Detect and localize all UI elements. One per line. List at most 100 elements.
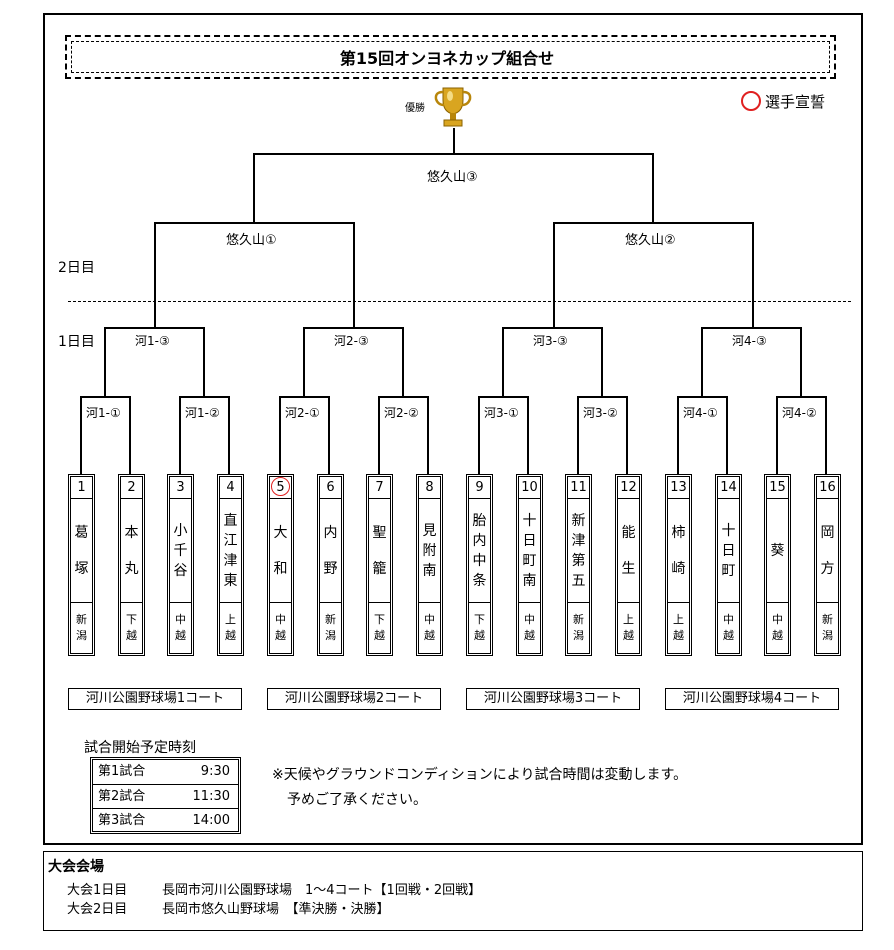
venue-text: 長岡市悠久山野球場 【準決勝・決勝】	[162, 902, 390, 917]
team-name: 岡方	[817, 499, 838, 603]
team-number: 15	[767, 477, 788, 499]
team-number: 13	[668, 477, 689, 499]
team-number: 2	[121, 477, 142, 499]
team-name: 胎内中条	[469, 499, 490, 603]
team-name: 直江津東	[220, 499, 241, 603]
team-number: 14	[718, 477, 739, 499]
round1-label: 河1-①	[86, 406, 121, 420]
team-name: 能生	[618, 499, 639, 603]
round2-label: 河3-③	[533, 334, 568, 348]
team-name: 葛塚	[71, 499, 92, 603]
schedule-row: 第3試合 14:00	[93, 808, 238, 833]
oath-circle-icon	[741, 91, 761, 111]
team-number: 16	[817, 477, 838, 499]
team-prefecture: 新潟	[76, 613, 87, 642]
team-name: 十日町南	[519, 499, 540, 603]
team-number: 12	[618, 477, 639, 499]
schedule-row: 第1試合 9:30	[98, 764, 230, 779]
team-prefecture: 新潟	[822, 613, 833, 642]
team-name: 大和	[270, 499, 291, 603]
round1-label: 河3-①	[484, 406, 519, 420]
team-prefecture: 下越	[474, 613, 485, 642]
round1-label: 河1-②	[185, 406, 220, 420]
team-prefecture: 中越	[275, 613, 286, 642]
court-label: 河川公園野球場1コート	[68, 688, 242, 710]
team-number: 3	[170, 477, 191, 499]
team-name: 小千谷	[170, 499, 191, 603]
team-prefecture: 上越	[623, 613, 634, 642]
oath-circle-icon	[271, 477, 290, 496]
court-label: 河川公園野球場4コート	[665, 688, 839, 710]
team-prefecture: 下越	[126, 613, 137, 642]
page-title: 第15回オンヨネカップ組合せ	[339, 49, 555, 68]
team-prefecture: 中越	[175, 613, 186, 642]
round1-label: 河3-②	[583, 406, 618, 420]
team-name: 聖籠	[369, 499, 390, 603]
round2-label: 河2-③	[334, 334, 369, 348]
team-name: 柿崎	[668, 499, 689, 603]
trophy-icon	[434, 87, 472, 127]
team-number: 5	[270, 477, 291, 499]
team-name: 内野	[320, 499, 341, 603]
team-prefecture: 新潟	[325, 613, 336, 642]
venue-day: 大会1日目	[67, 883, 128, 898]
schedule-row: 第2試合 11:30	[93, 784, 238, 809]
team-name: 本丸	[121, 499, 142, 603]
note-line: ※天候やグラウンドコンディションにより試合時間は変動します。	[272, 767, 688, 783]
team-number: 7	[369, 477, 390, 499]
team-prefecture: 中越	[524, 613, 535, 642]
title-box	[65, 35, 836, 79]
note-line: 予めご了承ください。	[287, 792, 427, 808]
schedule-table: 第1試合 9:30 第2試合 11:30 第3試合 14:00	[90, 757, 241, 834]
bracket-frame	[43, 13, 863, 845]
team-name: 見附南	[419, 499, 440, 603]
court-label: 河川公園野球場3コート	[466, 688, 640, 710]
team-prefecture: 上越	[673, 613, 684, 642]
team-number: 6	[320, 477, 341, 499]
team-name: 十日町	[718, 499, 739, 603]
oath-legend-label: 選手宣誓	[765, 93, 826, 111]
round1-label: 河2-①	[285, 406, 320, 420]
team-prefecture: 中越	[723, 613, 734, 642]
round1-label: 河4-②	[782, 406, 817, 420]
team-name: 葵	[767, 499, 788, 603]
team-number: 10	[519, 477, 540, 499]
team-number: 11	[568, 477, 589, 499]
semi-label: 悠久山②	[625, 233, 676, 248]
day2-label: 2日目	[58, 260, 95, 276]
round1-label: 河4-①	[683, 406, 718, 420]
team-name: 新津第五	[568, 499, 589, 603]
round1-label: 河2-②	[384, 406, 419, 420]
day1-label: 1日目	[58, 334, 95, 350]
venue-box: 大会会場 大会1日目 長岡市河川公園野球場 1～4コート【1回戦・2回戦】 大会…	[43, 851, 863, 931]
venue-day: 大会2日目	[67, 902, 128, 917]
team-number: 1	[71, 477, 92, 499]
venue-text: 長岡市河川公園野球場 1～4コート【1回戦・2回戦】	[162, 883, 482, 898]
day-divider	[68, 301, 851, 302]
round2-label: 河1-③	[135, 334, 170, 348]
schedule-title: 試合開始予定時刻	[84, 740, 196, 756]
final-label: 悠久山③	[427, 170, 478, 185]
team-prefecture: 上越	[225, 613, 236, 642]
team-prefecture: 中越	[424, 613, 435, 642]
trophy-label: 優勝	[405, 103, 425, 114]
court-label: 河川公園野球場2コート	[267, 688, 441, 710]
team-prefecture: 新潟	[573, 613, 584, 642]
team-prefecture: 中越	[772, 613, 783, 642]
semi-label: 悠久山①	[226, 233, 277, 248]
round2-label: 河4-③	[732, 334, 767, 348]
team-number: 8	[419, 477, 440, 499]
